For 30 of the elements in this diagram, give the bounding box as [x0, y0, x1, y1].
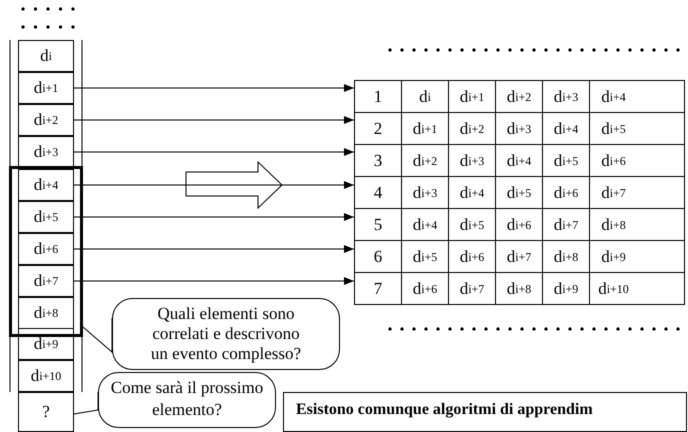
sequence-cell: ?: [18, 392, 74, 432]
table-row: [354, 208, 685, 241]
callout-text: Come sarà il prossimo elemento?: [110, 377, 264, 421]
speech-bubble: [112, 298, 340, 370]
arrow: [74, 84, 354, 92]
arrow: [74, 277, 354, 285]
arrow: [74, 245, 354, 253]
table-row: [354, 272, 685, 305]
arrow: [74, 116, 354, 124]
callout-pointer: [74, 392, 98, 414]
table-cell: 2: [355, 113, 402, 144]
table-row: [354, 176, 685, 209]
table-cell: 5: [355, 209, 402, 240]
callout-pointer: [82, 318, 112, 354]
table-row: [354, 240, 685, 273]
arrow: [74, 213, 354, 221]
highlight-frame: [9, 166, 83, 337]
arrow: [74, 148, 354, 156]
table-cell: 3: [355, 145, 402, 176]
table-row: [354, 144, 685, 177]
table-cell: 6: [355, 241, 402, 272]
table-row: [354, 80, 685, 113]
table-cell: 4: [355, 177, 402, 208]
table-row: [354, 112, 685, 145]
note-box: Esistono comunque algoritmi di apprendim: [283, 392, 687, 432]
callout-text: Quali elementi sono correlati e descrivono un evento complesso?: [150, 304, 302, 364]
speech-bubble: [98, 372, 276, 428]
arrow: [74, 181, 354, 189]
table-cell: 7: [355, 273, 402, 304]
table-cell: 1: [355, 81, 402, 112]
